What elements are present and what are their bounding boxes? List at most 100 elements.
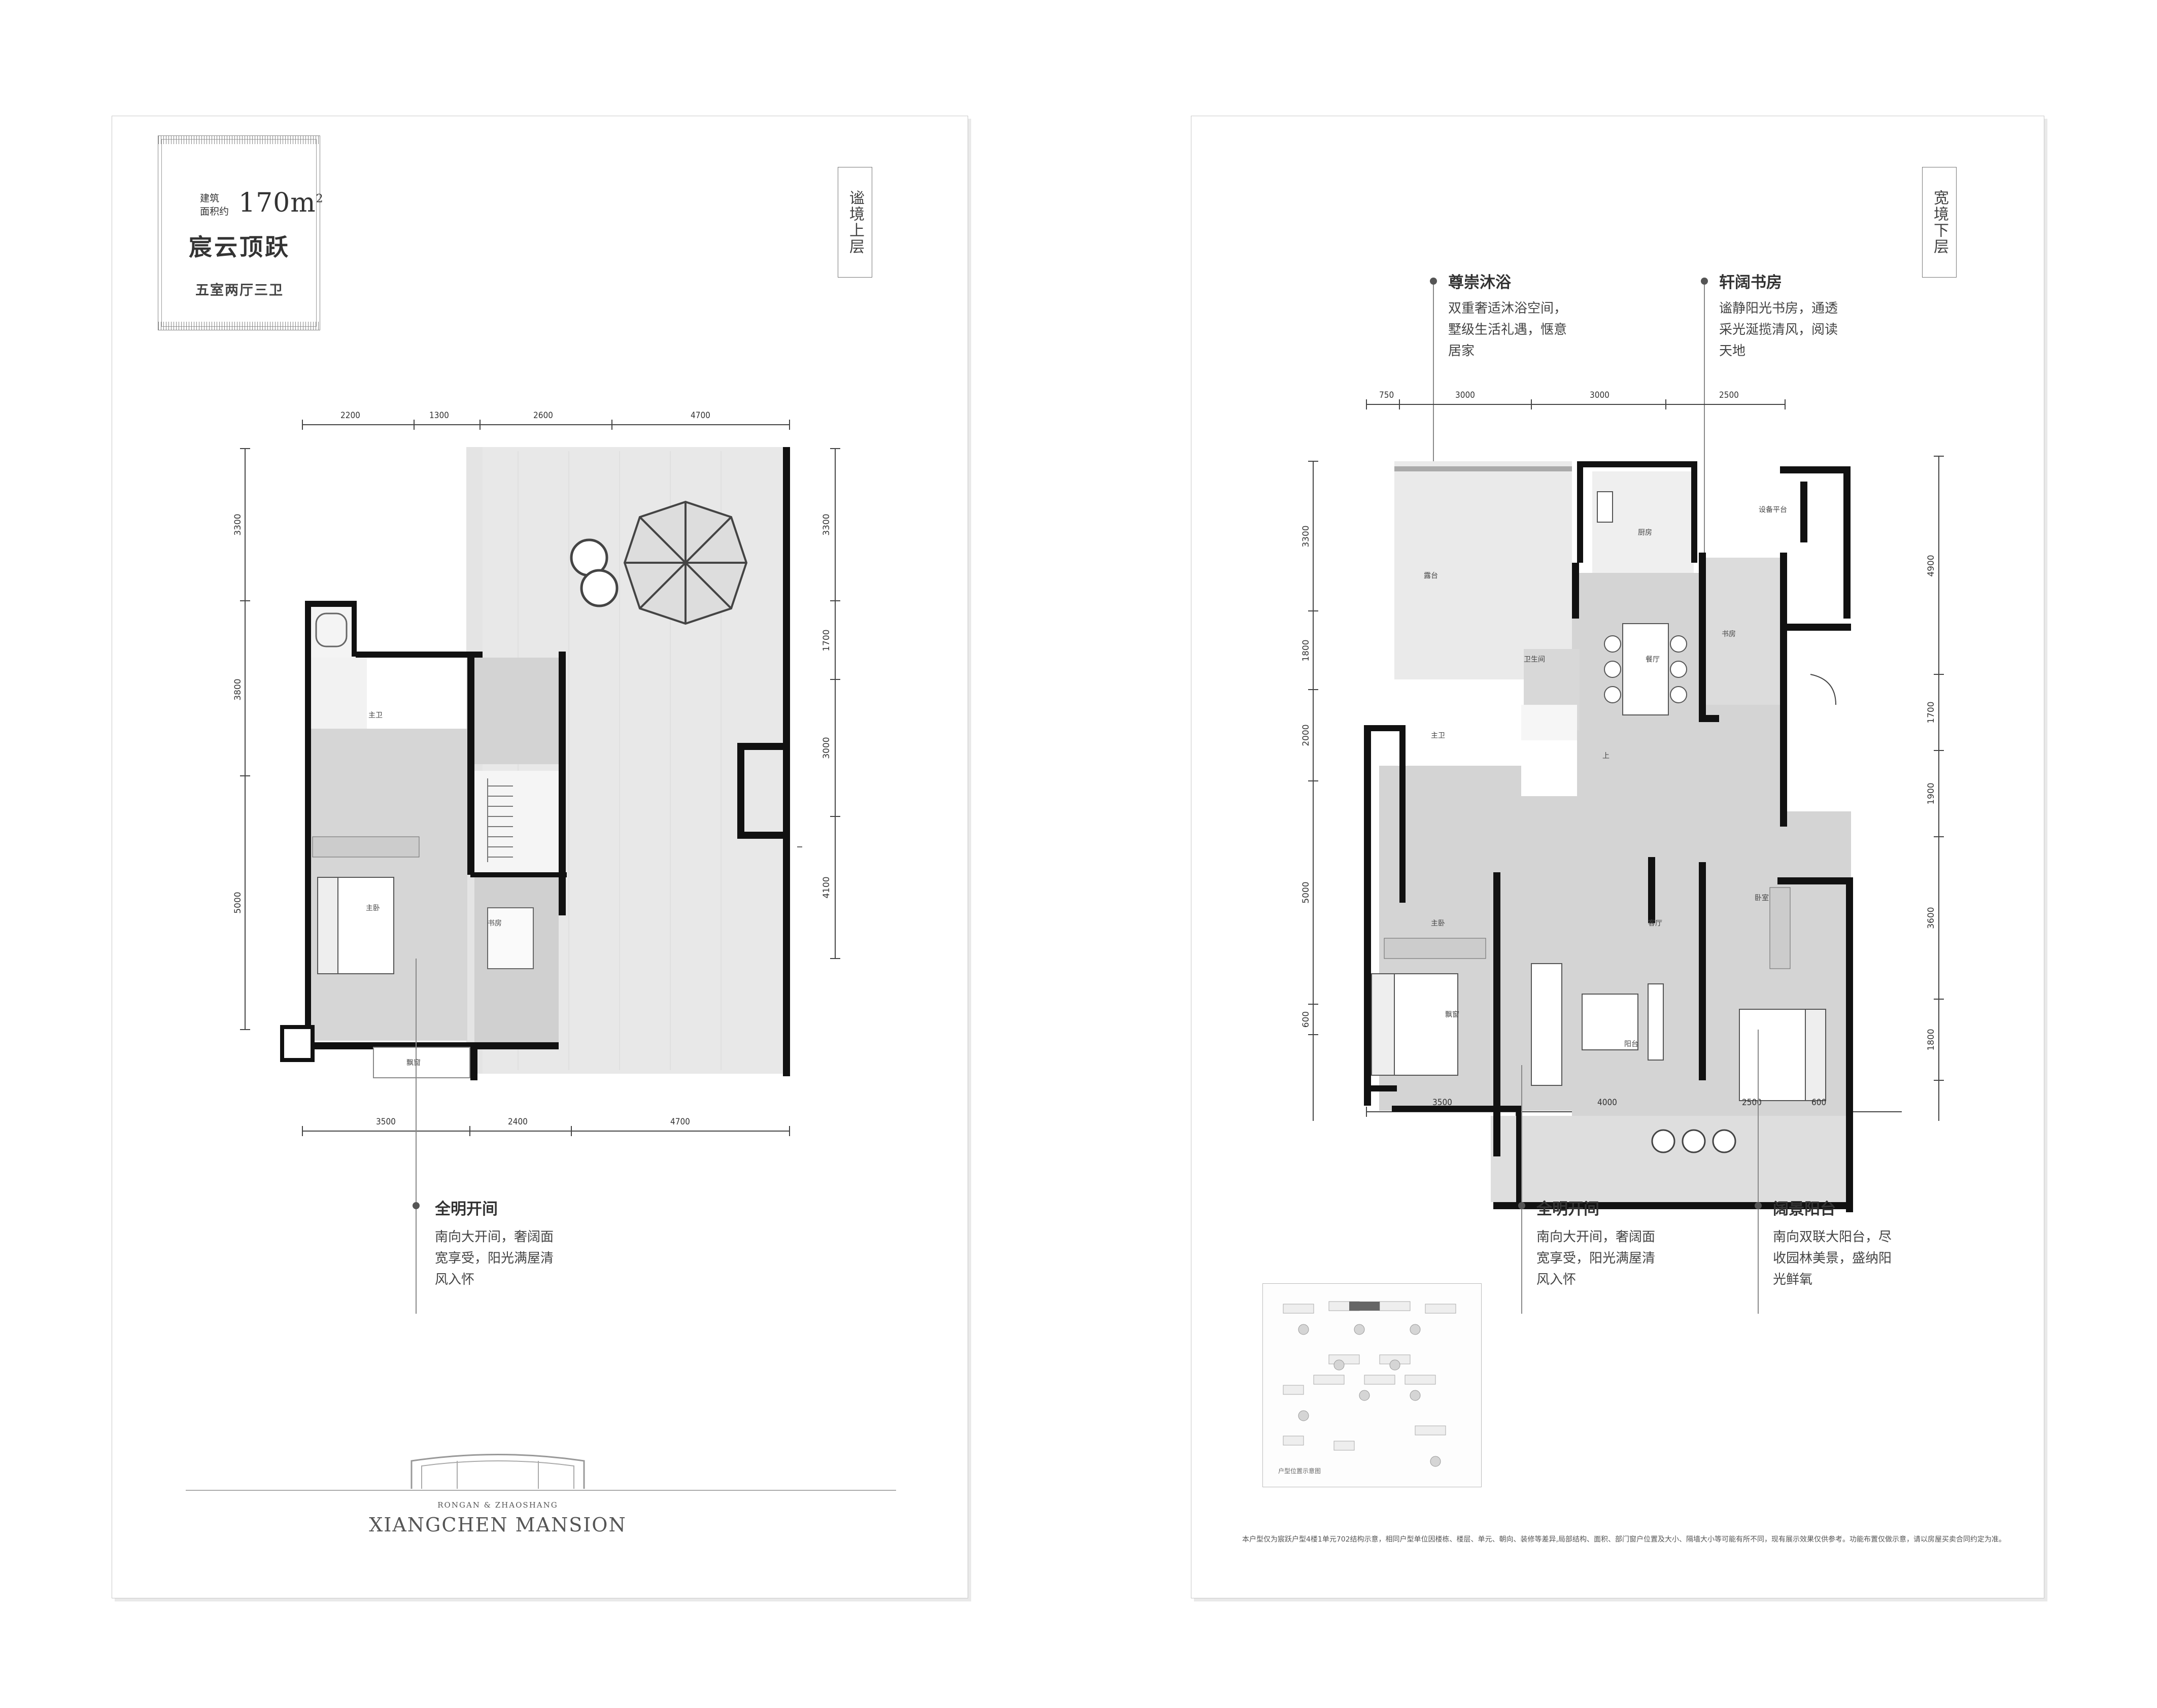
- dim-right-4: 3600: [1926, 907, 1936, 929]
- lower-floor-plan: [1308, 399, 1944, 1212]
- area-number: 170m: [238, 188, 316, 218]
- leader-bath: [1433, 284, 1434, 553]
- callout-body-bath: 双重奢适沐浴空间，墅级生活礼遇，惬意居家: [1448, 301, 1567, 359]
- dim-bottom-2: 4000: [1597, 1098, 1617, 1108]
- dim-bottom-1: 3500: [1432, 1098, 1452, 1108]
- lower-floor-panel: 宽境下层 尊崇沐浴 双重奢适沐浴空间，墅级生活礼遇，惬意居家 轩阔书房 谧静阳光…: [1191, 116, 2044, 1598]
- room-bay: 飘窗: [1445, 1011, 1459, 1019]
- dim-top-3: 3000: [1590, 390, 1610, 400]
- lower-walls: [1364, 461, 1853, 1212]
- unit-name: 宸云顶跃: [189, 233, 290, 261]
- dim-left-3: 2000: [1301, 724, 1311, 746]
- room-stair-up: 上: [1602, 752, 1610, 760]
- badge-hatch-top: [158, 136, 320, 144]
- floor-tag-upper: 谧境上层: [838, 167, 872, 278]
- dim-left-4: 5000: [1301, 881, 1311, 904]
- upper-walls: [305, 447, 790, 1080]
- area-label: 建筑 面积约: [200, 192, 235, 218]
- callout-title-bath: 尊崇沐浴: [1448, 274, 1511, 292]
- dim-right-5: 1800: [1926, 1029, 1936, 1051]
- patio-umbrella: [570, 500, 748, 625]
- dim-top-4: 2500: [1719, 390, 1739, 400]
- balcony-chairs: [1651, 1129, 1736, 1153]
- bathtub: [315, 612, 348, 647]
- location-map: 户型位置示意图: [1262, 1283, 1482, 1487]
- dim-bottom-2: 2400: [508, 1117, 528, 1127]
- callout-leader-line: [416, 959, 417, 1314]
- dim-bottom-4: 600: [1811, 1098, 1827, 1108]
- brand-title: XIANGCHEN MANSION: [369, 1514, 627, 1536]
- dim-bottom-3: 2500: [1742, 1098, 1762, 1108]
- area-value: 170m2: [238, 188, 324, 218]
- dim-right-1: 3300: [821, 514, 832, 536]
- study-desk: [487, 907, 534, 969]
- dim-bottom-1: 3500: [376, 1117, 396, 1127]
- room-terrace: 露台: [1424, 572, 1438, 580]
- room-master-bath: 主卫: [368, 711, 383, 720]
- dim-right-1: 4900: [1926, 555, 1936, 577]
- location-map-blocks: [1283, 1301, 1456, 1467]
- upper-floor-plan: [240, 420, 840, 1136]
- dim-right-2: 1700: [821, 629, 832, 652]
- callout-title-open-span: 全明开间: [435, 1200, 498, 1218]
- location-map-caption: 户型位置示意图: [1278, 1467, 1321, 1475]
- terrace-floor: [1394, 461, 1572, 679]
- dim-top-2: 3000: [1455, 390, 1475, 400]
- callout-body-balcony: 南向双联大阳台，尽收园林美景，盛纳阳光鲜氧: [1773, 1229, 1892, 1287]
- room-balcony: 阳台: [1624, 1040, 1638, 1048]
- room-living: 客厅: [1648, 919, 1662, 928]
- unit-layout: 五室两厅三卫: [195, 283, 284, 298]
- room-bedroom: 卧室: [1755, 894, 1769, 902]
- balcony-floor: [1491, 1116, 1846, 1202]
- area-label-line2: 面积约: [200, 206, 229, 217]
- leader-balcony: [1758, 1030, 1759, 1314]
- area-unit-sup: 2: [316, 192, 324, 206]
- room-bath: 卫生间: [1524, 656, 1545, 664]
- dim-left-1: 3300: [233, 514, 243, 536]
- stairs: [487, 778, 513, 862]
- badge-hatch-bottom: [158, 322, 320, 330]
- floor-tag-lower: 宽境下层: [1922, 167, 1957, 278]
- dim-top-2: 1300: [429, 411, 449, 421]
- coffee-table: [1582, 994, 1638, 1050]
- dim-bottom-3: 4700: [670, 1117, 690, 1127]
- dim-right-3: 1900: [1926, 782, 1936, 805]
- callout-dot: [413, 1202, 420, 1209]
- stair-area-lower: [1521, 740, 1577, 796]
- room-master-bath: 主卫: [1431, 732, 1445, 740]
- callout-title-balcony: 阔景阳台: [1773, 1200, 1836, 1218]
- callout-dot-study: [1701, 278, 1708, 285]
- dim-right-3: 3000: [821, 737, 832, 759]
- dim-top-3: 2600: [533, 411, 553, 421]
- dim-right-4: 4100: [821, 876, 832, 899]
- dimension-lines: [240, 420, 840, 1136]
- room-study: 书房: [488, 919, 502, 928]
- dining-chairs: [1604, 635, 1687, 703]
- dim-top-4: 4700: [691, 411, 710, 421]
- dining-table: [1622, 623, 1669, 715]
- room-kitchen: 厨房: [1638, 529, 1652, 537]
- callout-body-study: 谧静阳光书房，通透采光涎揽清风，阅读天地: [1719, 301, 1838, 359]
- dim-left-2: 1800: [1301, 639, 1311, 662]
- dim-right-2: 1700: [1926, 701, 1936, 724]
- callout-dot-bath: [1430, 278, 1437, 285]
- callout-title-study: 轩阔书房: [1719, 274, 1782, 292]
- callout-dot-balcony: [1755, 1202, 1762, 1209]
- tv-cabinet: [1648, 983, 1664, 1061]
- brand-arch-logo: [410, 1454, 585, 1489]
- callout-body-open-span: 南向大开间，奢阔面宽享受，阳光满屋清风入怀: [435, 1229, 554, 1287]
- brand-subtitle: RONGAN & ZHAOSHANG: [437, 1500, 558, 1510]
- room-dining: 餐厅: [1646, 656, 1660, 664]
- dim-top-1: 2200: [340, 411, 360, 421]
- unit-badge: 建筑 面积约 170m2 宸云顶跃 五室两厅三卫: [158, 135, 323, 330]
- room-study: 书房: [1722, 630, 1736, 638]
- dim-left-5: 600: [1301, 1011, 1311, 1028]
- disclaimer-text: 本户型仅为宸跃户型4楼1单元702结构示意，相同户型单位因楼栋、楼层、单元、朝向…: [1242, 1535, 2006, 1544]
- room-master-bed: 主卧: [366, 904, 380, 912]
- callout-body-open-span-lower: 南向大开间，奢阔面宽享受，阳光满屋清风入怀: [1536, 1229, 1656, 1287]
- area-label-line1: 建筑: [200, 193, 220, 204]
- upper-floor-panel: 建筑 面积约 170m2 宸云顶跃 五室两厅三卫 谧境上层: [112, 116, 968, 1598]
- callout-title-open-span-lower: 全明开间: [1536, 1200, 1599, 1218]
- brand-rule: [186, 1490, 896, 1491]
- callout-dot-open-span: [1518, 1202, 1525, 1209]
